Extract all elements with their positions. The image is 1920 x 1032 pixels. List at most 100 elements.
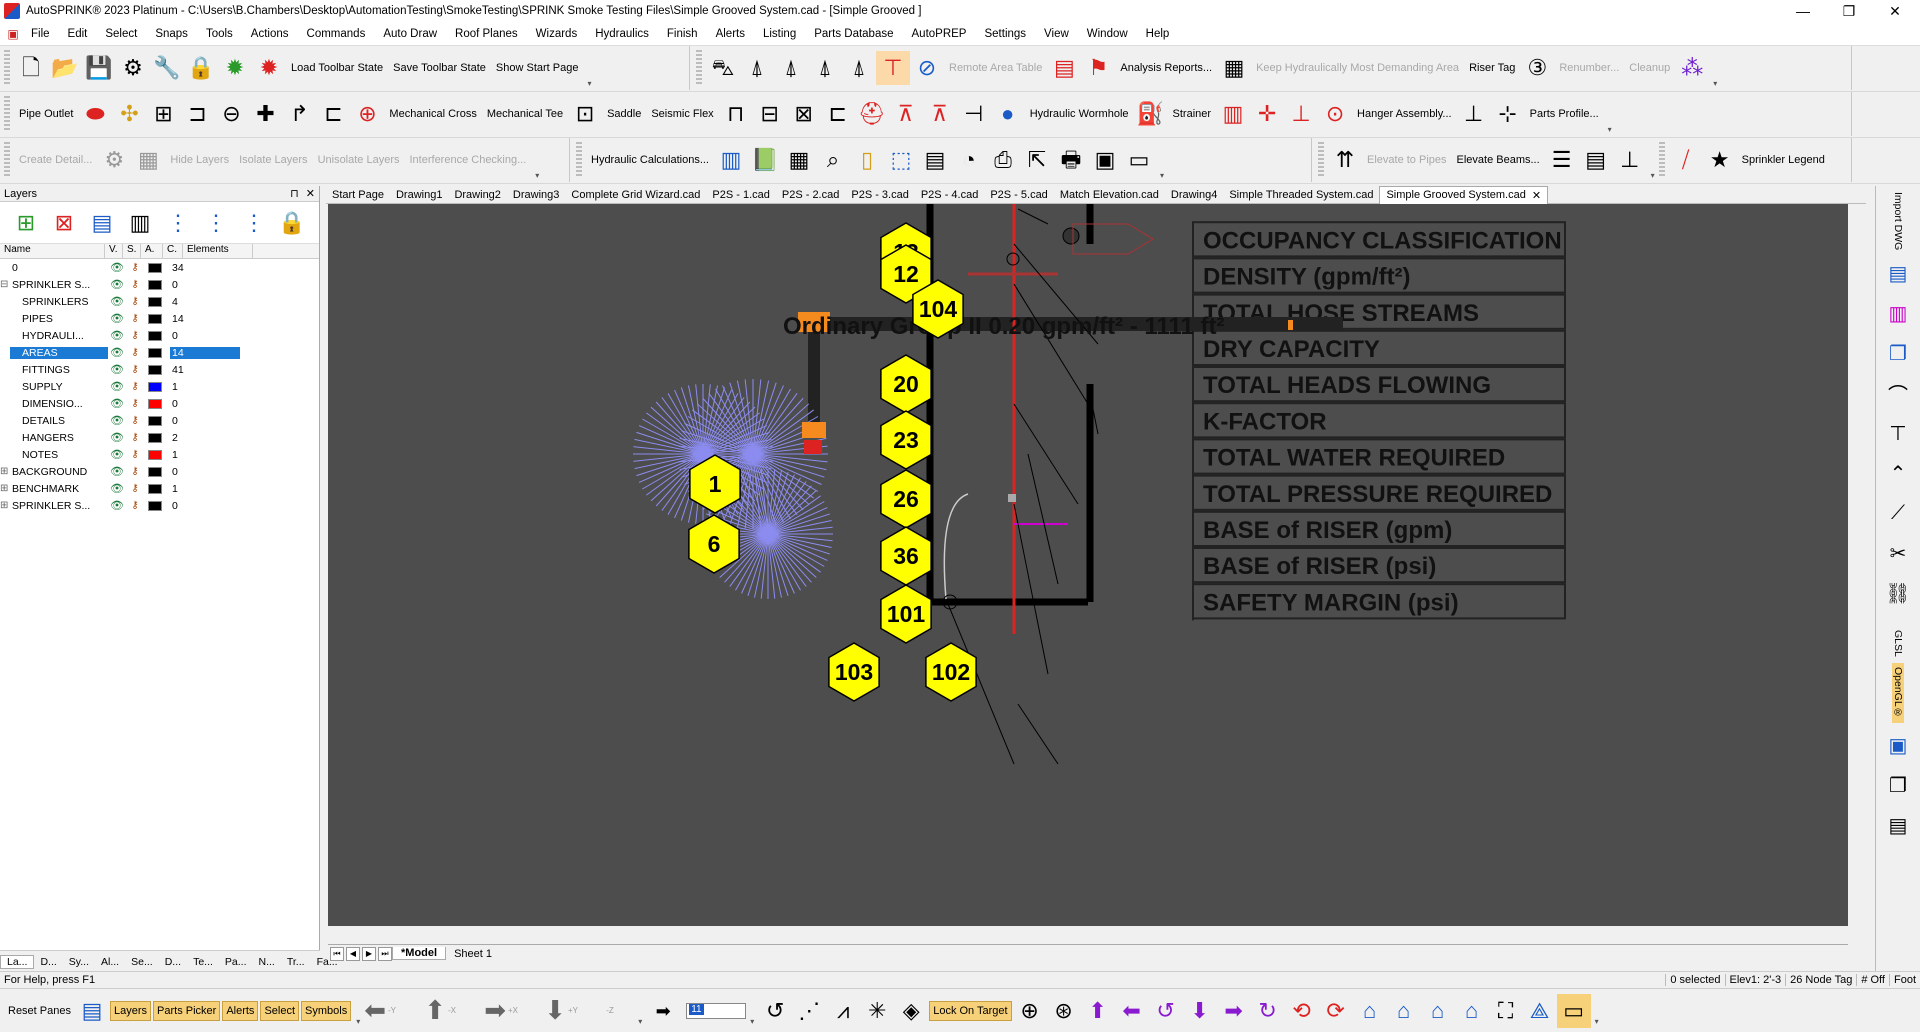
toolbar-overflow-chevron[interactable]: ▾ bbox=[535, 171, 540, 180]
sprinkler-spray-icon[interactable]: ⍋ bbox=[784, 55, 798, 80]
print-preview-icon[interactable]: ⎙ bbox=[994, 147, 1012, 172]
red-sprinkler-head[interactable] bbox=[804, 440, 822, 454]
node-tag-hexagon[interactable] bbox=[689, 454, 741, 514]
visibility-eye-icon[interactable]: 👁 bbox=[110, 347, 124, 359]
reset-panes-button[interactable]: Reset Panes bbox=[8, 1004, 71, 1017]
grid-icon[interactable]: ▦ bbox=[1223, 55, 1245, 80]
tab-p2s-3[interactable]: P2S - 3.cad bbox=[851, 188, 909, 201]
menu-hydraulics[interactable]: Hydraulics bbox=[595, 27, 649, 40]
check-valve-icon[interactable]: ▥ bbox=[1222, 101, 1244, 126]
snap-lock-icon[interactable]: ⚷ bbox=[131, 381, 139, 392]
calc-area-icon[interactable]: ⊘ bbox=[917, 55, 937, 80]
toolbar-grip[interactable] bbox=[696, 50, 702, 86]
app-menu-icon[interactable]: ▣ bbox=[7, 26, 19, 41]
detail-icon[interactable]: ⚙ bbox=[104, 147, 125, 172]
isolate-layers-button[interactable]: Isolate Layers bbox=[239, 154, 308, 166]
visibility-eye-icon[interactable]: 👁 bbox=[110, 449, 124, 461]
import-dwg-tab[interactable]: Import DWG bbox=[1892, 192, 1904, 251]
toolbar-grip[interactable] bbox=[1318, 142, 1324, 178]
tab-tr[interactable]: Tr... bbox=[286, 955, 305, 968]
saddle-icon[interactable]: ⊡ bbox=[575, 101, 595, 126]
first-sheet-button[interactable]: ⏮ bbox=[330, 946, 344, 961]
menu-file[interactable]: File bbox=[31, 27, 50, 40]
layer-lock-icon[interactable]: 🔒 bbox=[278, 209, 306, 235]
sprinkler-legend-button[interactable]: Sprinkler Legend bbox=[1741, 154, 1825, 166]
new-layer-icon[interactable]: ⊞ bbox=[16, 209, 36, 235]
hide-layers-icon[interactable]: ▦ bbox=[137, 147, 159, 172]
tab-p2s-1[interactable]: P2S - 1.cad bbox=[712, 188, 770, 201]
tab-p2s-4[interactable]: P2S - 4.cad bbox=[920, 188, 979, 201]
layer-color-swatch[interactable] bbox=[148, 330, 162, 341]
expander-icon[interactable]: ⊞ bbox=[0, 483, 9, 494]
sprinkler-upright-icon[interactable]: ⍋ bbox=[852, 55, 866, 80]
zoom-in-icon[interactable]: ⊕ bbox=[1020, 997, 1039, 1023]
units-readout[interactable]: Foot bbox=[1888, 973, 1920, 986]
menu-auto-draw[interactable]: Auto Draw bbox=[383, 27, 438, 40]
cleanup-icon[interactable]: ⁂ bbox=[1681, 55, 1704, 80]
mechanical-cross-icon[interactable]: ⊕ bbox=[358, 101, 377, 126]
stack-icon[interactable]: ❐ bbox=[1889, 342, 1907, 365]
hanger-rod-icon[interactable]: ⊥ bbox=[1464, 101, 1484, 126]
visibility-eye-icon[interactable]: 👁 bbox=[110, 381, 124, 393]
column-snap[interactable]: S. bbox=[123, 244, 141, 258]
note-icon[interactable]: ▯ bbox=[860, 147, 874, 172]
calculator-icon[interactable]: ▤ bbox=[924, 147, 946, 172]
tab-drawing4[interactable]: Drawing4 bbox=[1170, 188, 1218, 201]
menu-parts-database[interactable]: Parts Database bbox=[814, 27, 894, 40]
beam-icon[interactable]: ☰ bbox=[1551, 147, 1572, 172]
flex-icon[interactable]: ⊓ bbox=[727, 101, 745, 126]
menu-autoprep[interactable]: AutoPREP bbox=[911, 27, 967, 40]
snap-lock-icon[interactable]: ⚷ bbox=[131, 449, 139, 460]
elevate-to-pipes-button[interactable]: Elevate to Pipes bbox=[1367, 154, 1447, 166]
pan-down-icon[interactable]: ⬇ bbox=[1190, 997, 1209, 1023]
menu-view[interactable]: View bbox=[1044, 27, 1069, 40]
tab-complete-grid-wizard[interactable]: Complete Grid Wizard.cad bbox=[571, 188, 701, 201]
riser-tag-button[interactable]: Riser Tag bbox=[1469, 62, 1516, 74]
hydraulic-wormhole-button[interactable]: Hydraulic Wormhole bbox=[1029, 108, 1129, 120]
analysis-reports-button[interactable]: Analysis Reports... bbox=[1120, 62, 1213, 74]
menu-select[interactable]: Select bbox=[105, 27, 138, 40]
toolbar-overflow-chevron[interactable]: ▾ bbox=[638, 1016, 643, 1026]
analysis-icon[interactable]: ⚑ bbox=[1088, 55, 1109, 80]
tab-symbols[interactable]: Sy... bbox=[68, 955, 90, 968]
tab-start-page[interactable]: Start Page bbox=[332, 188, 384, 201]
toolbar-overflow-chevron[interactable]: ▾ bbox=[1713, 79, 1718, 88]
tab-sheet-1[interactable]: Sheet 1 bbox=[454, 947, 492, 960]
front-view-icon[interactable]: ⌂ bbox=[1396, 997, 1411, 1023]
ramp-tool-icon[interactable]: ⟋ bbox=[1891, 501, 1905, 524]
pipe-node[interactable] bbox=[1006, 252, 1020, 266]
roof-tool-icon[interactable]: ⌃ bbox=[1889, 462, 1907, 485]
last-sheet-button[interactable]: ⏭ bbox=[378, 946, 392, 961]
visibility-eye-icon[interactable]: 👁 bbox=[110, 296, 124, 308]
menu-edit[interactable]: Edit bbox=[67, 27, 88, 40]
tab-d[interactable]: D... bbox=[164, 955, 182, 968]
layer-manager-icon[interactable]: ▤ bbox=[91, 209, 113, 235]
toolbar-overflow-chevron[interactable]: ▾ bbox=[356, 1016, 361, 1026]
toolbar-overflow-chevron[interactable]: ▾ bbox=[750, 1016, 755, 1026]
palette-icon[interactable]: ▤ bbox=[1888, 262, 1908, 285]
window-tool-icon[interactable]: ❐ bbox=[1889, 775, 1907, 798]
layer-row[interactable]: SPRINKLERS👁⚷4 bbox=[0, 293, 319, 310]
layer-row[interactable]: ⊞BENCHMARK👁⚷1 bbox=[0, 480, 319, 497]
panes-icon[interactable]: ▤ bbox=[81, 997, 103, 1023]
layer-color-swatch[interactable] bbox=[148, 364, 162, 375]
keep-hydraulically-most-demanding-area-button[interactable]: Keep Hydraulically Most Demanding Area bbox=[1256, 62, 1460, 74]
toolbar-grip[interactable] bbox=[1658, 142, 1665, 178]
layer-color-swatch[interactable] bbox=[148, 415, 162, 426]
layer-properties-icon[interactable]: ▥ bbox=[129, 209, 151, 235]
close-window-button[interactable]: ✕ bbox=[1889, 2, 1901, 19]
visibility-eye-icon[interactable]: 👁 bbox=[110, 415, 124, 427]
view-minus-z-button[interactable]: -Z bbox=[606, 1006, 614, 1015]
home-view-icon[interactable]: ⌂ bbox=[1362, 997, 1377, 1023]
layer-color-swatch[interactable] bbox=[148, 296, 162, 307]
red-pipe-icon[interactable]: ⧸ bbox=[1681, 147, 1690, 172]
zoom-extents-icon[interactable]: ⊛ bbox=[1054, 997, 1073, 1023]
car-icon[interactable]: ⛍ bbox=[711, 55, 735, 80]
layer-row[interactable]: HYDRAULI...👁⚷0 bbox=[0, 327, 319, 344]
menu-commands[interactable]: Commands bbox=[306, 27, 366, 40]
column-elements[interactable]: Elements bbox=[183, 244, 253, 258]
tab-parts[interactable]: Pa... bbox=[224, 955, 247, 968]
tab-layers[interactable]: La... bbox=[0, 954, 35, 969]
elevate-icon[interactable]: ⇈ bbox=[1335, 147, 1355, 172]
node-tag-hexagon[interactable] bbox=[880, 584, 932, 644]
